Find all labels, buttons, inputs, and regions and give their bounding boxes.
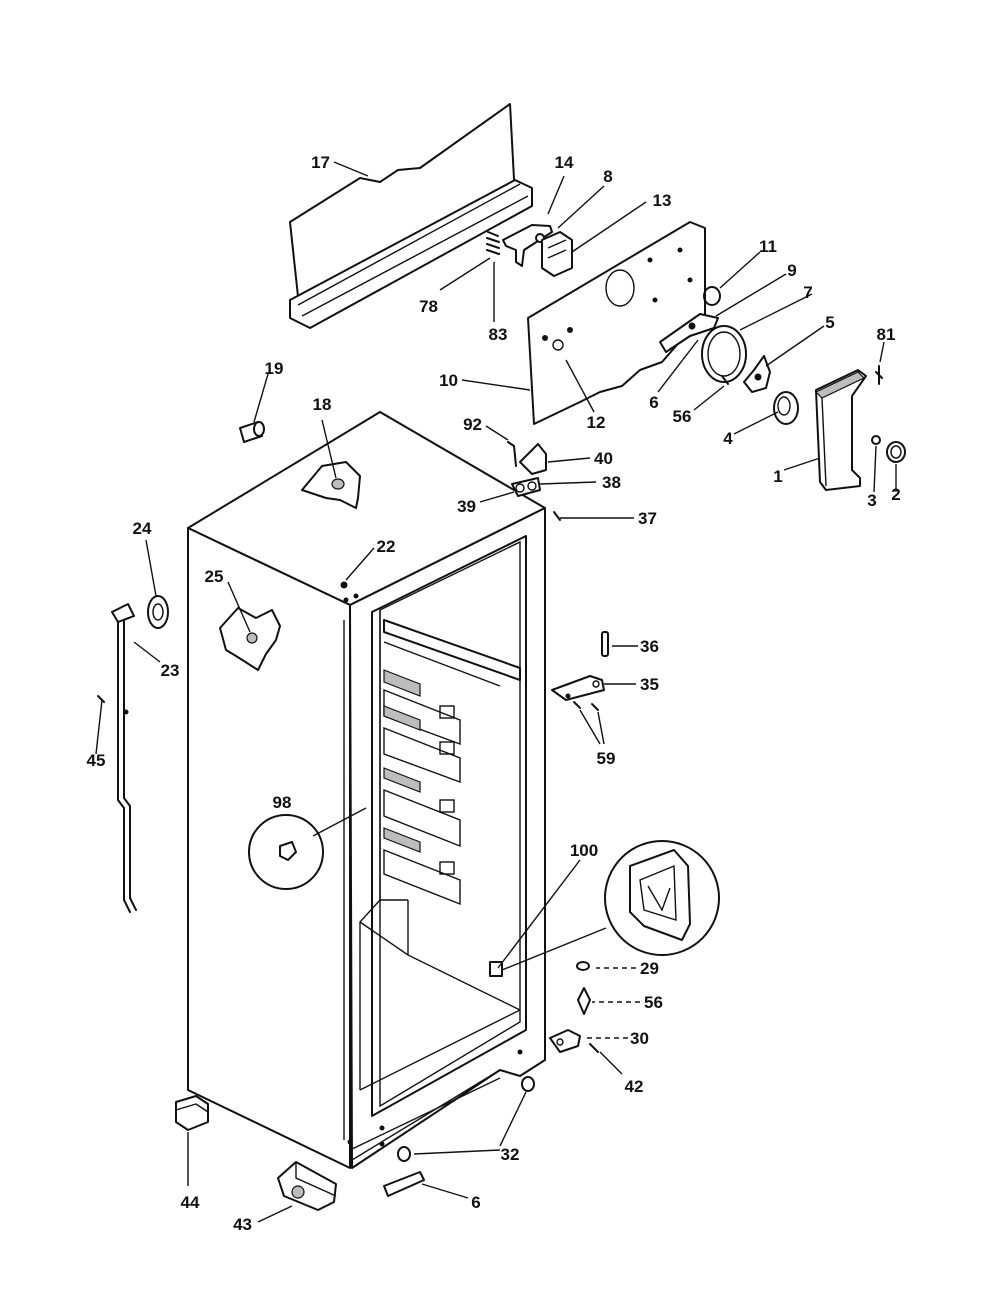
part-30-hinge: [549, 1029, 581, 1053]
label-6-fan-bracket: 6: [649, 393, 658, 412]
part-92-screw: [507, 441, 517, 467]
part-40-hinge-cover: [519, 443, 547, 475]
part-32-plugs: [397, 1076, 535, 1162]
part-19-plug: [239, 421, 265, 443]
label-5: 5: [825, 313, 834, 332]
part-100-clip: [489, 961, 503, 977]
label-35: 35: [640, 675, 659, 694]
part-59-screws: [573, 701, 599, 711]
label-9: 9: [787, 261, 796, 280]
label-56-pin: 56: [644, 993, 663, 1012]
part-6-clip: [383, 1171, 425, 1197]
label-25: 25: [205, 567, 224, 586]
part-3-nut: [871, 435, 881, 445]
label-45: 45: [87, 751, 106, 770]
part-22-screw-hole: [340, 581, 359, 603]
part-24-bushing: [147, 595, 169, 629]
label-12: 12: [587, 413, 606, 432]
label-22: 22: [377, 537, 396, 556]
label-24: 24: [133, 519, 152, 538]
label-56-motor-bolt: 56: [673, 407, 692, 426]
part-4-fan-motor: [773, 391, 799, 425]
label-92: 92: [463, 415, 482, 434]
label-19: 19: [265, 359, 284, 378]
part-2-cap: [886, 441, 906, 463]
label-3: 3: [867, 491, 876, 510]
label-37: 37: [638, 509, 657, 528]
part-labels: 17 14 8 13 78 83 10 12 11 9 7 5 81 6 56 …: [87, 153, 901, 1234]
part-11-grommet: [703, 286, 721, 306]
label-32: 32: [501, 1145, 520, 1164]
label-1: 1: [773, 467, 782, 486]
label-7: 7: [803, 283, 812, 302]
label-17: 17: [311, 153, 330, 172]
part-37-pin: [553, 511, 561, 521]
part-13-switch: [541, 231, 573, 277]
part-56-motor-bolt: [721, 375, 729, 385]
label-39: 39: [457, 497, 476, 516]
label-59: 59: [597, 749, 616, 768]
part-56-pin: [577, 987, 591, 1015]
part-23-rod: [111, 603, 137, 913]
part-98-detail-circle: [248, 807, 367, 890]
part-18-top-plate: [301, 461, 361, 509]
part-7-fan-shroud: [701, 325, 747, 383]
part-42-screw: [589, 1043, 599, 1053]
part-29-bushing: [576, 961, 590, 971]
part-100-detail-circle: [501, 840, 720, 971]
part-45-screw: [97, 695, 105, 703]
part-35-hinge: [551, 675, 605, 701]
part-44-leveler: [175, 1095, 209, 1131]
label-11: 11: [759, 237, 777, 256]
label-18: 18: [313, 395, 332, 414]
label-6-clip: 6: [471, 1193, 480, 1212]
label-83: 83: [489, 325, 508, 344]
label-100: 100: [570, 841, 598, 860]
part-17-top-trim: [289, 103, 533, 329]
part-10-panel: [527, 221, 706, 425]
label-36: 36: [640, 637, 659, 656]
part-1-air-duct: [814, 369, 867, 491]
part-38-hinge: [511, 477, 541, 497]
label-29: 29: [640, 959, 659, 978]
part-36-pin: [601, 631, 609, 657]
label-38: 38: [602, 473, 621, 492]
label-40: 40: [594, 449, 613, 468]
part-25-side-plate: [219, 607, 281, 671]
label-43: 43: [233, 1215, 252, 1234]
part-43-roller-bracket: [277, 1161, 337, 1211]
label-13: 13: [653, 191, 672, 210]
label-14: 14: [555, 153, 574, 172]
label-2: 2: [891, 485, 900, 504]
label-81: 81: [877, 325, 896, 344]
part-83-spring: [486, 231, 500, 255]
label-4: 4: [723, 429, 733, 448]
label-8: 8: [603, 167, 612, 186]
label-44: 44: [181, 1193, 200, 1212]
label-30: 30: [630, 1029, 649, 1048]
leader-lines: [95, 161, 897, 1223]
part-81-screw: [875, 365, 883, 385]
label-78: 78: [419, 297, 438, 316]
label-42: 42: [625, 1077, 644, 1096]
label-98: 98: [273, 793, 292, 812]
label-10: 10: [439, 371, 458, 390]
label-23: 23: [161, 661, 180, 680]
part-5-fan-blade: [743, 355, 771, 393]
cabinet: [187, 411, 546, 1169]
